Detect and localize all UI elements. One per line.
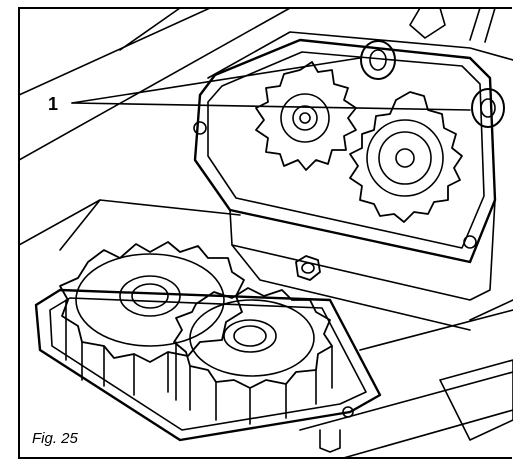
lower-gear-left bbox=[59, 241, 245, 396]
upper-gear-right bbox=[349, 91, 463, 223]
figure-caption: Fig. 25 bbox=[32, 430, 78, 447]
upper-gear-housing bbox=[193, 8, 513, 331]
lower-gear-right bbox=[173, 287, 333, 425]
lower-gear-tray bbox=[34, 288, 382, 453]
callout-leader-lines bbox=[71, 57, 471, 111]
machine-surface-lines bbox=[19, 8, 513, 459]
bolt-nut bbox=[295, 255, 321, 281]
callout-number: 1 bbox=[48, 94, 59, 114]
figure-frame bbox=[18, 7, 512, 459]
housing-bolt-upper bbox=[360, 40, 505, 128]
